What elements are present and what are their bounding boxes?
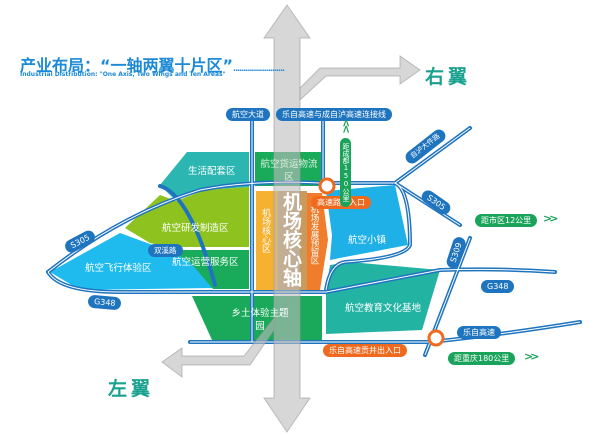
zone-flight bbox=[50, 233, 213, 290]
road-label-aviation-ave: 航空大道 bbox=[226, 108, 270, 121]
zone-airport-core-label: 机场核心区 bbox=[260, 208, 270, 253]
chevron-up-icon: >> bbox=[339, 121, 353, 134]
arrow-left-wing bbox=[161, 316, 275, 378]
zone-living bbox=[160, 152, 249, 200]
road-label-shuangxi: 双溪路 bbox=[148, 244, 183, 257]
distance-chongqing: 距重庆180公里 bbox=[448, 352, 516, 365]
distance-chengdu: 距成都150公里 bbox=[340, 138, 351, 207]
left-wing-label: 左翼 bbox=[108, 378, 155, 400]
zone-rnd-label: 航空研发制造区 bbox=[162, 223, 229, 234]
zone-flight-label: 航空飞行体验区 bbox=[85, 263, 152, 274]
zone-rural-label: 乡土体验主题园 bbox=[231, 308, 289, 332]
zone-living-label: 生活配套区 bbox=[188, 166, 236, 177]
zone-town-label: 航空小镇 bbox=[348, 235, 387, 246]
gongjing-exit-marker bbox=[427, 329, 445, 347]
page-subtitle: Industrial Distribution: "One Axis, Two … bbox=[20, 71, 226, 78]
highway-exit-marker bbox=[318, 177, 336, 195]
gongjing-exit-label: 乐自高速贡井出入口 bbox=[323, 344, 407, 357]
zone-airport-core bbox=[256, 191, 278, 290]
arrow-right-wing bbox=[299, 55, 421, 102]
zone-education bbox=[326, 262, 440, 334]
road-label-lezi: 乐自高速 bbox=[457, 326, 501, 339]
axis-label: 机场核心轴 bbox=[280, 192, 302, 287]
zone-cargo-label: 航空货运物流区 bbox=[260, 159, 318, 183]
road-label-connector: 乐自高速与成自泸高速连接线 bbox=[276, 108, 392, 121]
zone-ops-label: 航空运营服务区 bbox=[172, 257, 239, 268]
chevron-right-icon: >> bbox=[524, 350, 540, 363]
road-label-g348-left: G348 bbox=[87, 294, 122, 311]
zone-rnd bbox=[125, 187, 249, 247]
zone-reserve bbox=[307, 193, 328, 290]
right-wing-label: 右翼 bbox=[425, 66, 472, 88]
chevron-right-icon: >> bbox=[543, 212, 559, 225]
page-title: 产业布局：“一轴两翼十片区”......................... bbox=[20, 56, 285, 75]
distance-city: 距市区12公里 bbox=[475, 214, 538, 227]
road-label-g348-right: G348 bbox=[481, 280, 515, 293]
zone-reserve-label: 机场发展预留区 bbox=[309, 205, 319, 265]
zone-education-label: 航空教育文化基地 bbox=[345, 303, 422, 314]
